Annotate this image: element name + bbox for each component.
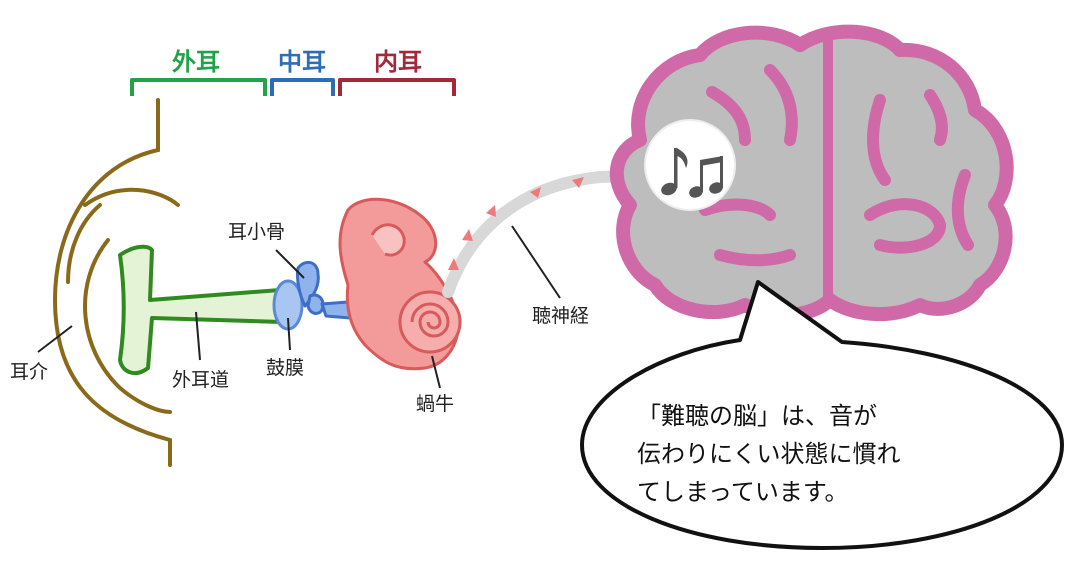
inner-ear-bracket [338, 78, 456, 96]
auditory-nerve-path [442, 169, 666, 298]
inner-ear-label: 内耳 [374, 48, 422, 76]
part-labels: 耳介 外耳道 鼓膜 耳小骨 蝸牛 聴神経 [10, 221, 589, 415]
middle-ear-bracket [270, 78, 335, 96]
music-notes-icon [644, 119, 736, 211]
signal-arrow [448, 258, 459, 270]
cochlea-label: 蝸牛 [416, 393, 454, 415]
eardrum-label: 鼓膜 [266, 357, 304, 379]
signal-arrow [572, 177, 584, 188]
auditory-nerve-label: 聴神経 [532, 305, 589, 327]
leader-lines [37, 225, 561, 389]
pinna-shape [52, 98, 180, 467]
signal-arrow [486, 205, 496, 217]
nerve-leader [511, 225, 561, 299]
bubble-line-2: 伝わりにくい状態に慣れ [637, 440, 901, 468]
ossicles-leader [275, 249, 305, 279]
ear-canal-shape [118, 244, 284, 376]
bubble-line-3: てしまっています。 [637, 478, 848, 506]
signal-arrow [462, 229, 473, 241]
signal-arrow [530, 187, 541, 198]
speech-bubble: 「難聴の脳」は、音が 伝わりにくい状態に慣れ てしまっています。 [580, 280, 1064, 550]
signal-arrows [448, 177, 584, 270]
pinna-label: 耳介 [10, 361, 48, 383]
ear-canal-label: 外耳道 [172, 369, 229, 391]
ossicles-label: 耳小骨 [228, 221, 285, 243]
pinna-leader [37, 325, 73, 353]
middle-ear-label: 中耳 [278, 48, 326, 76]
ossicles-shape [296, 260, 352, 320]
cochlea-leader [431, 355, 441, 389]
section-brackets: 外耳 中耳 内耳 [130, 48, 456, 96]
outer-ear-bracket [130, 78, 267, 96]
outer-ear-label: 外耳 [172, 48, 220, 76]
eardrum-leader [287, 317, 291, 351]
brain-shape [609, 24, 1014, 322]
canal-leader [195, 311, 201, 361]
bubble-line-1: 「難聴の脳」は、音が [637, 402, 877, 430]
cochlea-shape [338, 197, 462, 371]
